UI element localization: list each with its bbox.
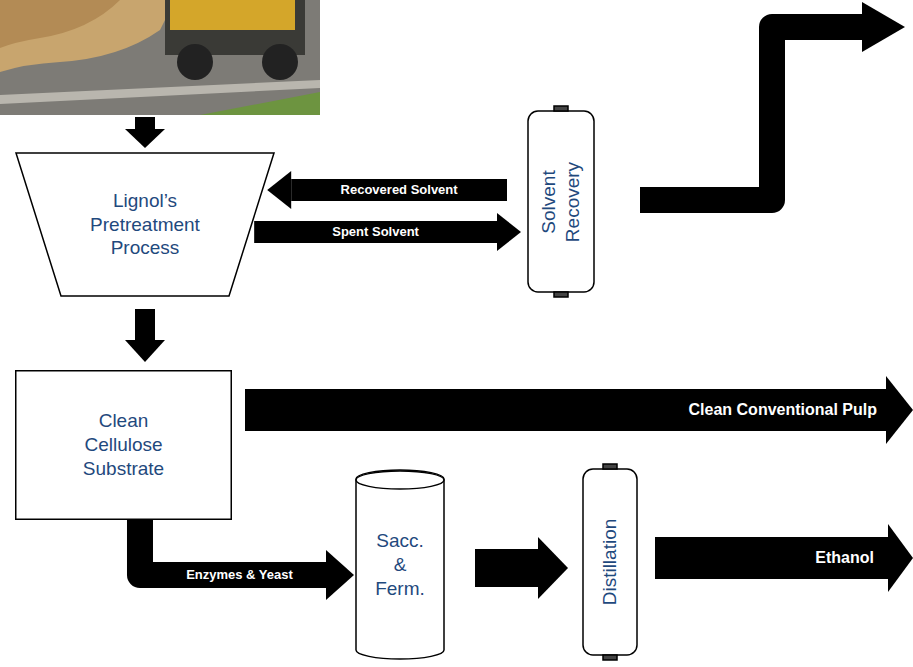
arrow-head: [497, 213, 521, 251]
arrow-shaft: [135, 117, 155, 130]
feed-arrow: [125, 117, 165, 148]
process-trapezoid: Lignol’s Pretreatment Process: [15, 152, 275, 297]
ethanol-arrow: [655, 524, 913, 592]
flow-label: Enzymes & Yeast: [183, 567, 296, 583]
column-outline: [583, 469, 637, 655]
arrow-shaft: [135, 309, 155, 340]
flow-arrow: [475, 537, 568, 599]
node-outline: [527, 105, 595, 298]
flow-arrow: [267, 171, 507, 209]
flow-arrow: [254, 213, 521, 251]
tank-outline: [356, 470, 444, 659]
flow-label: Spent Solvent: [329, 224, 422, 240]
truck-wheel: [177, 44, 213, 80]
fermenter-tank: Sacc. & Ferm.: [355, 470, 445, 660]
arrow-shaft: [655, 537, 890, 579]
photo-illustration: [0, 0, 320, 115]
output-arrow: [640, 2, 905, 200]
arrow-head: [538, 537, 568, 599]
product-label: Ethanol: [812, 548, 877, 568]
trapezoid-outline: [16, 153, 274, 296]
recovery-column: Solvent Recovery: [527, 105, 595, 298]
flow-label: Recovered Solvent: [338, 182, 461, 198]
product-label: Clean Conventional Pulp: [686, 400, 880, 420]
node-text: Lignol’s Pretreatment Process: [70, 189, 220, 260]
arrow-shaft: [640, 27, 864, 200]
wood-chip-pile: [0, 0, 175, 72]
node-text: Clean Cellulose Substrate: [59, 409, 189, 480]
arrow-shaft: [245, 389, 888, 431]
arrow-head: [862, 2, 905, 52]
column-nub: [554, 292, 568, 297]
arrow-shaft: [254, 221, 497, 243]
arrow-head: [888, 524, 913, 592]
arrow-head: [267, 171, 291, 209]
column-nub: [603, 655, 617, 660]
pavement: [0, 0, 320, 115]
arrow-head: [125, 129, 165, 148]
flow-arrow: [140, 520, 354, 600]
box-outline: [16, 371, 232, 520]
column-nub: [554, 106, 568, 111]
truck-body: [170, 0, 295, 30]
arrow-head: [125, 340, 165, 362]
arrow-head: [886, 376, 913, 444]
grass: [200, 92, 320, 115]
curb: [0, 80, 320, 104]
pulp-arrow: [245, 376, 913, 444]
arrow-head: [326, 550, 354, 600]
flow-arrow: [125, 309, 165, 362]
wood-chip-shade: [0, 0, 120, 48]
distillation-column: Distillation: [582, 463, 638, 661]
arrow-shaft: [475, 549, 538, 587]
substrate-box: Clean Cellulose Substrate: [15, 370, 232, 520]
truck-wheel: [262, 44, 298, 80]
tank-top: [356, 471, 444, 489]
node-text: Distillation: [598, 519, 622, 606]
column-nub: [603, 464, 617, 469]
column-outline: [528, 111, 594, 292]
node-text: Sacc. & Ferm.: [371, 529, 429, 600]
node-text: Solvent Recovery: [537, 152, 585, 252]
arrow-shaft: [291, 179, 507, 201]
